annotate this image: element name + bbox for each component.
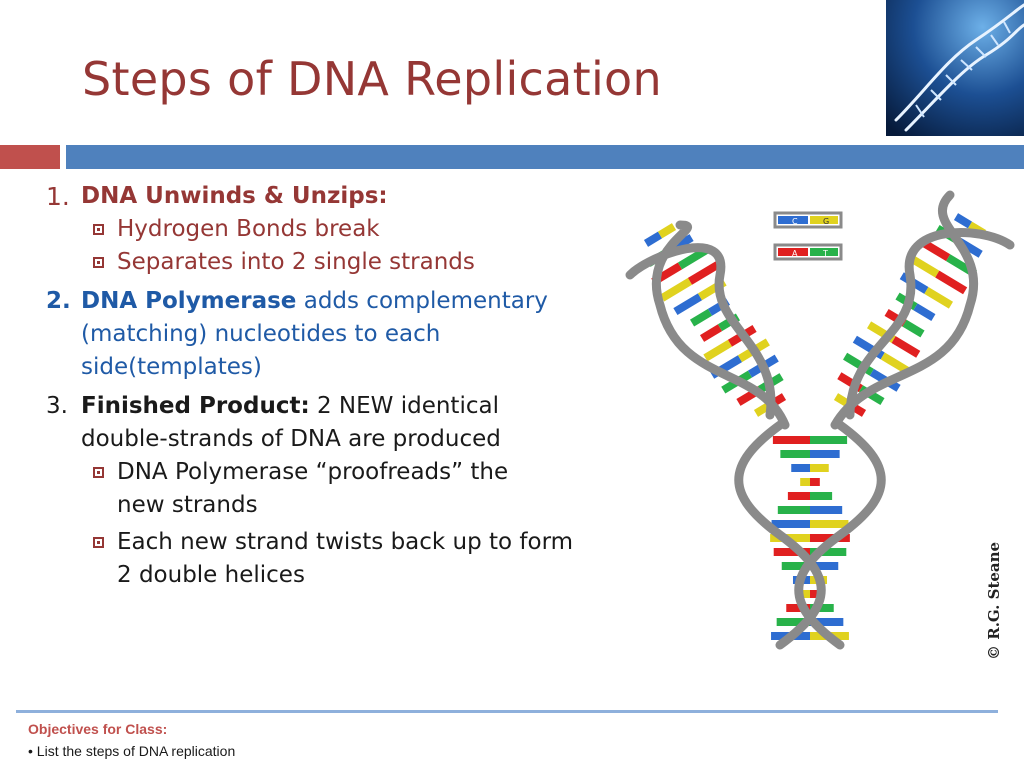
- square-bullet-icon: [93, 467, 104, 478]
- base-pair-rung: [935, 270, 968, 295]
- square-bullet-icon: [93, 257, 104, 268]
- slide-body: 1. DNA Unwinds & Unzips: Hydrogen Bonds …: [46, 180, 656, 592]
- square-bullet-icon: [93, 224, 104, 235]
- step-3-bullet-1: DNA Polymerase “proofreads” the new stra…: [46, 456, 656, 522]
- bullet-text: Hydrogen Bonds break: [117, 216, 380, 242]
- base-pair-rung: [913, 303, 936, 322]
- footer-objective: • List the steps of DNA replication: [28, 743, 236, 759]
- step-2-text-1: adds complementary: [303, 288, 548, 314]
- base-pair-rung: [657, 223, 677, 239]
- copyright-text: © R.G. Steane: [985, 541, 1003, 660]
- base-pair-rung: [677, 246, 709, 270]
- step-3-bullet-2: Each new strand twists back up to form 2…: [46, 526, 656, 592]
- base-pair-rung: [703, 339, 733, 362]
- base-pair-rung: [660, 277, 693, 302]
- title-divider-red: [0, 145, 60, 169]
- step-2-number: 2.: [46, 288, 71, 314]
- step-2-heading: DNA Polymerase: [81, 288, 297, 314]
- slide-title: Steps of DNA Replication: [82, 52, 662, 106]
- base-label-g: G: [823, 217, 829, 226]
- step-1-bullet-1: Hydrogen Bonds break: [46, 213, 656, 246]
- title-divider-blue: [66, 145, 1024, 169]
- step-2-text-2: (matching) nucleotides to each: [81, 321, 441, 347]
- step-1: 1. DNA Unwinds & Unzips:: [46, 180, 656, 213]
- base-pair-rung: [689, 308, 713, 327]
- base-pair-rung: [643, 231, 663, 247]
- square-bullet-icon: [93, 537, 104, 548]
- step-1-bullet-2: Separates into 2 single strands: [46, 246, 656, 279]
- step-2: 2. DNA Polymerase adds complementary (ma…: [46, 285, 656, 384]
- step-1-number: 1.: [46, 182, 70, 211]
- base-label-t: T: [822, 249, 828, 258]
- dna-replication-diagram: C G A T: [625, 190, 1015, 650]
- base-pair-rung: [687, 261, 720, 285]
- bullet-text: new strands: [117, 492, 258, 518]
- base-pair-rung: [953, 213, 973, 229]
- step-1-heading: DNA Unwinds & Unzips:: [81, 183, 388, 209]
- step-3-number: 3.: [46, 393, 68, 419]
- base-label-c: C: [792, 217, 798, 226]
- dna-corner-image: [886, 0, 1024, 136]
- step-3-text-1: 2 NEW identical: [316, 393, 499, 419]
- base-pair-rung: [902, 319, 925, 338]
- bullet-text: DNA Polymerase “proofreads” the: [117, 459, 509, 485]
- bullet-text: 2 double helices: [117, 562, 305, 588]
- footer-title: Objectives for Class:: [28, 721, 168, 737]
- base-pair-rung: [924, 287, 954, 309]
- base-pair-rung: [699, 324, 723, 342]
- base-pair-rung: [891, 336, 921, 358]
- base-label-a: A: [792, 249, 798, 258]
- bullet-text: Separates into 2 single strands: [117, 249, 475, 275]
- step-3-text-2: double-strands of DNA are produced: [81, 426, 501, 452]
- step-3: 3. Finished Product: 2 NEW identical dou…: [46, 390, 656, 456]
- bullet-text: Each new strand twists back up to form: [117, 529, 574, 555]
- step-3-heading: Finished Product:: [81, 393, 310, 419]
- base-pair-rung: [673, 293, 703, 315]
- step-2-text-3: side(templates): [81, 354, 262, 380]
- footer-divider: [16, 710, 998, 713]
